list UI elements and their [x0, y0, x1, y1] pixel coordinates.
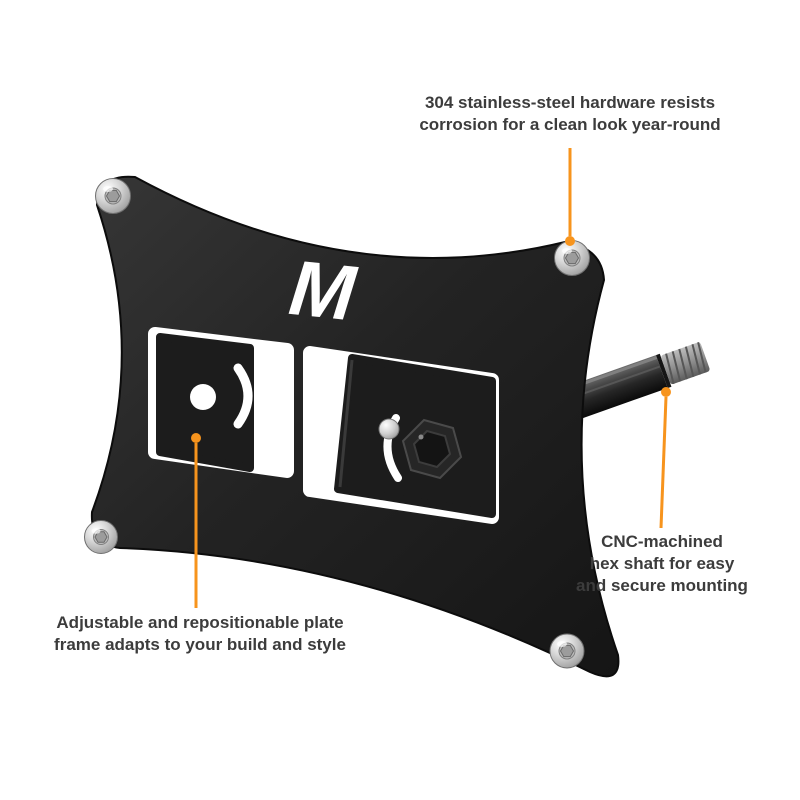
left-cutout [148, 327, 294, 478]
leader-dot-hardware [565, 236, 575, 246]
tab-mount-hole [190, 384, 216, 410]
leader-dot-hex-shaft [661, 387, 671, 397]
callout-hex-shaft: CNC-machined hex shaft for easy and secu… [552, 531, 772, 597]
callout-hex-shaft-line-1: CNC-machined [601, 532, 723, 551]
callout-hardware: 304 stainless-steel hardware resists cor… [380, 92, 760, 136]
right-cutout [303, 346, 499, 524]
leader-line-hex-shaft [659, 396, 668, 529]
adjustment-screw [378, 418, 400, 440]
callout-hex-shaft-line-3: and secure mounting [576, 576, 748, 595]
corner-screw-top-right [554, 240, 590, 276]
corner-screw-bottom-left [84, 520, 118, 554]
callout-hardware-line-1: 304 stainless-steel hardware resists [424, 93, 716, 112]
shaft-threads [665, 342, 707, 385]
leader-dot-plate-frame [191, 433, 201, 443]
callout-plate-frame-line-2: frame adapts to your build and style [54, 635, 346, 654]
callout-hardware-line-2: corrosion for a clean look year-round [419, 115, 721, 134]
callout-plate-frame-line-1: Adjustable and repositionable plate [56, 613, 344, 632]
brand-logo: M [286, 243, 362, 338]
callout-hex-shaft-line-2: hex shaft for easy [589, 554, 735, 573]
callout-plate-frame: Adjustable and repositionable plate fram… [20, 612, 380, 656]
corner-screw-top-left [95, 178, 131, 214]
tab-arc-slot [233, 363, 253, 429]
adjustment-bolt [401, 418, 463, 480]
corner-screw-bottom-right [549, 633, 585, 669]
